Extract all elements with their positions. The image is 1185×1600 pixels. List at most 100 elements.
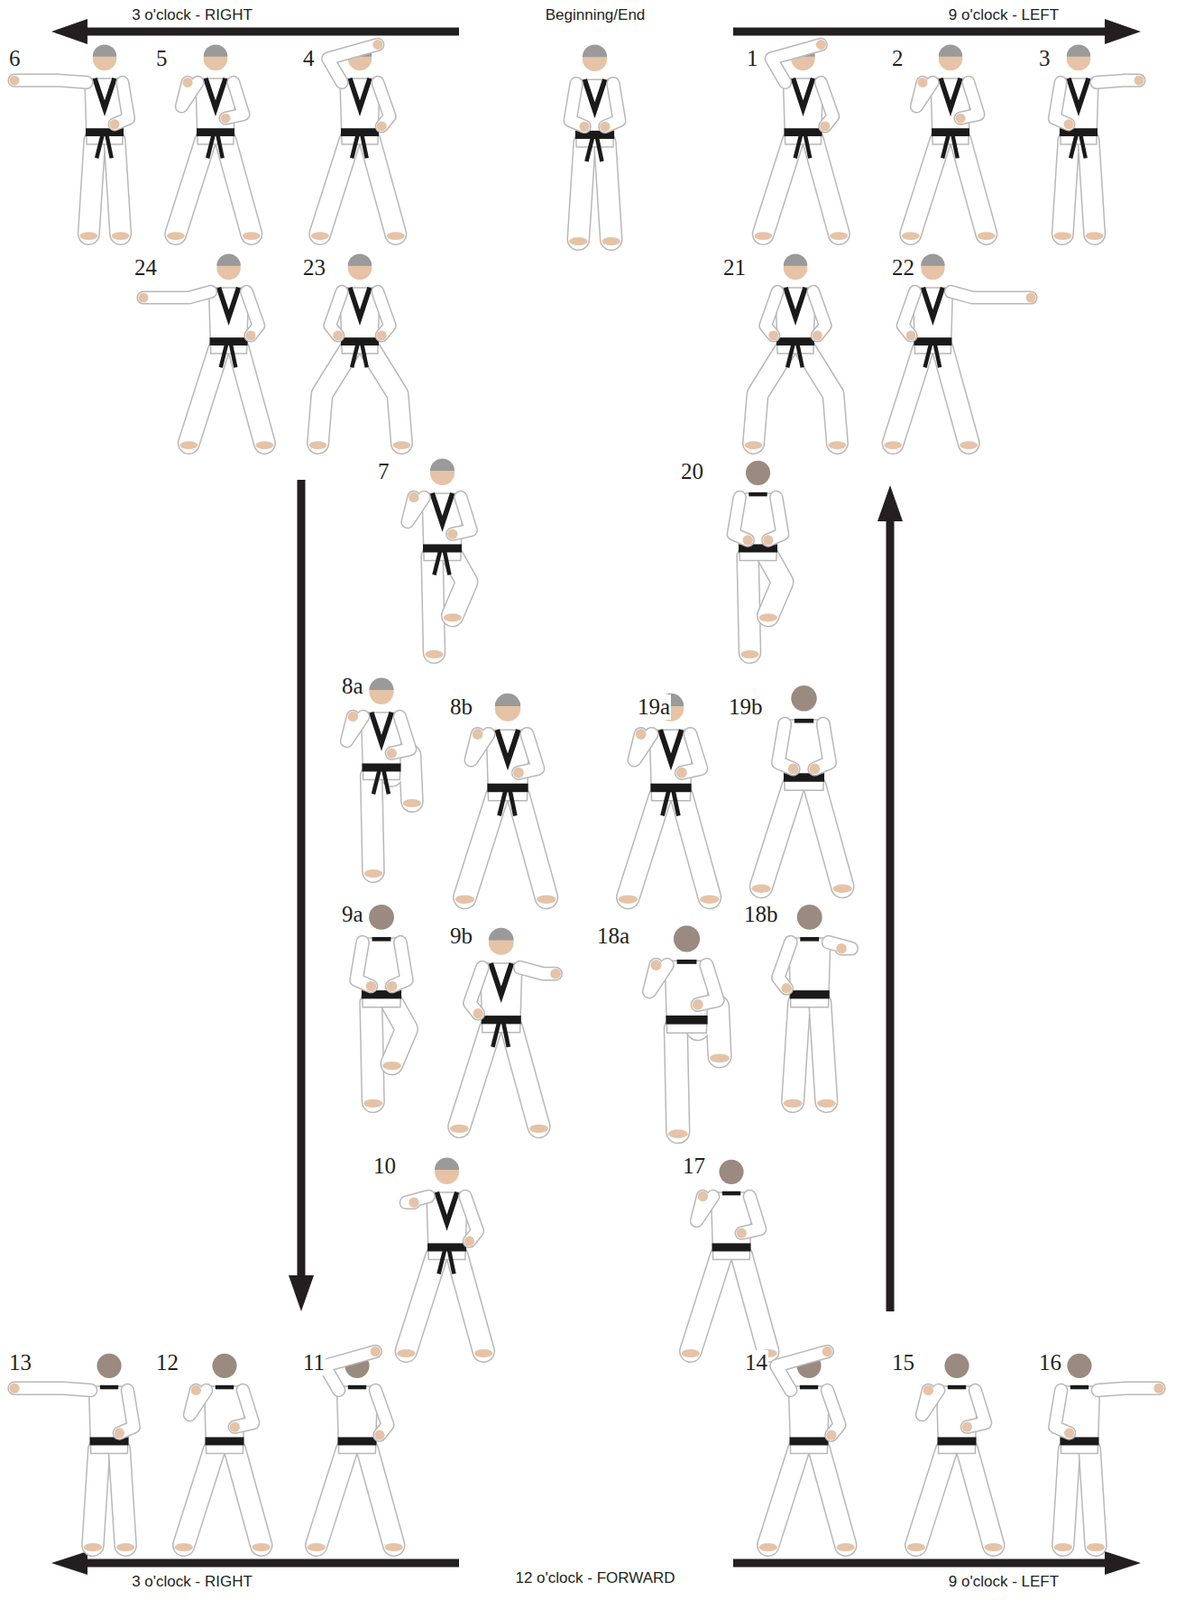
fist [906,330,917,341]
limb-outline [675,1028,678,1132]
limb-outline [768,1449,800,1545]
martial-artist-figure [9,44,129,240]
belt [486,783,528,793]
fist [245,330,256,341]
limb [733,496,748,540]
limb-outline [375,1389,388,1435]
martial-artist-figure [307,1346,404,1552]
figure-group [9,39,1164,1552]
martial-artist-figure [907,1353,1003,1552]
belt-tail [1070,134,1077,159]
limb [1088,140,1095,235]
foot [1085,231,1104,240]
belt-tail [795,134,802,159]
collar [100,1385,119,1390]
belt [340,128,379,137]
fist [110,119,120,129]
fist [447,528,458,539]
belt-tail [672,790,679,817]
limb [175,140,206,235]
martial-artist-figure [356,904,407,1108]
foot [836,1543,855,1552]
limb [792,1002,800,1102]
limb-outline [916,1449,947,1545]
belt [422,543,462,552]
limb [826,1389,840,1435]
limb-outline [966,1449,993,1545]
martial-artist-figure [347,678,422,878]
foot [977,231,996,240]
arrow-head [51,1551,88,1575]
collar [94,78,115,109]
foot [681,1349,700,1358]
belt [776,337,815,346]
limb-outline [892,349,923,444]
callout-number: 11 [302,1350,326,1376]
collar [349,287,370,318]
hair [920,253,946,266]
hair [348,253,373,266]
limb [377,291,390,336]
limb [457,1255,484,1351]
collar [677,959,698,965]
belt-tail [230,343,237,368]
fist [183,77,193,88]
limb-outline [778,724,794,770]
limb [511,1028,539,1127]
limb [143,291,212,298]
limb-outline [377,291,390,336]
limb [1063,1449,1070,1545]
limb-outline [960,140,987,235]
limb [238,349,266,444]
belt-tail [597,137,603,162]
limb [114,140,121,235]
fist [918,77,928,88]
belt-tail [503,1021,509,1048]
callout-number: 20 [679,459,705,485]
foot [385,1543,404,1552]
limb [768,556,783,616]
fist [822,1346,833,1357]
limb-outline [518,734,538,773]
foot [307,1543,326,1552]
limb [778,942,791,989]
limb-outline [1088,140,1095,235]
limb [966,1389,985,1427]
foot [382,1061,402,1070]
hair [938,44,964,56]
limb [1089,1449,1096,1545]
collar [348,1385,367,1390]
fist [408,492,419,503]
limb [464,796,497,898]
fist [513,767,524,779]
limb [569,83,585,128]
fist [692,999,704,1011]
limb [805,349,837,444]
head [718,1159,744,1185]
hair [495,693,522,707]
limb-outline [119,1389,134,1433]
head [745,460,771,486]
limb [234,1449,261,1545]
fist [372,39,383,50]
foot [386,231,405,240]
limb [375,1389,388,1435]
limb [225,140,252,235]
limb-outline [753,349,786,444]
limb [330,291,342,336]
foot [753,231,772,240]
fist [676,767,688,779]
callout-number: 17 [681,1153,707,1179]
belt-tail [498,790,506,817]
limb-outline [14,1387,92,1390]
callout-number: 15 [891,1350,916,1376]
limb-outline [778,942,791,989]
limb [518,734,538,773]
foot [759,613,778,622]
limb-outline [605,83,620,128]
belt [931,128,970,137]
foot [311,231,330,240]
fist [374,1430,385,1441]
limb [119,1449,126,1545]
limb [818,1449,846,1545]
